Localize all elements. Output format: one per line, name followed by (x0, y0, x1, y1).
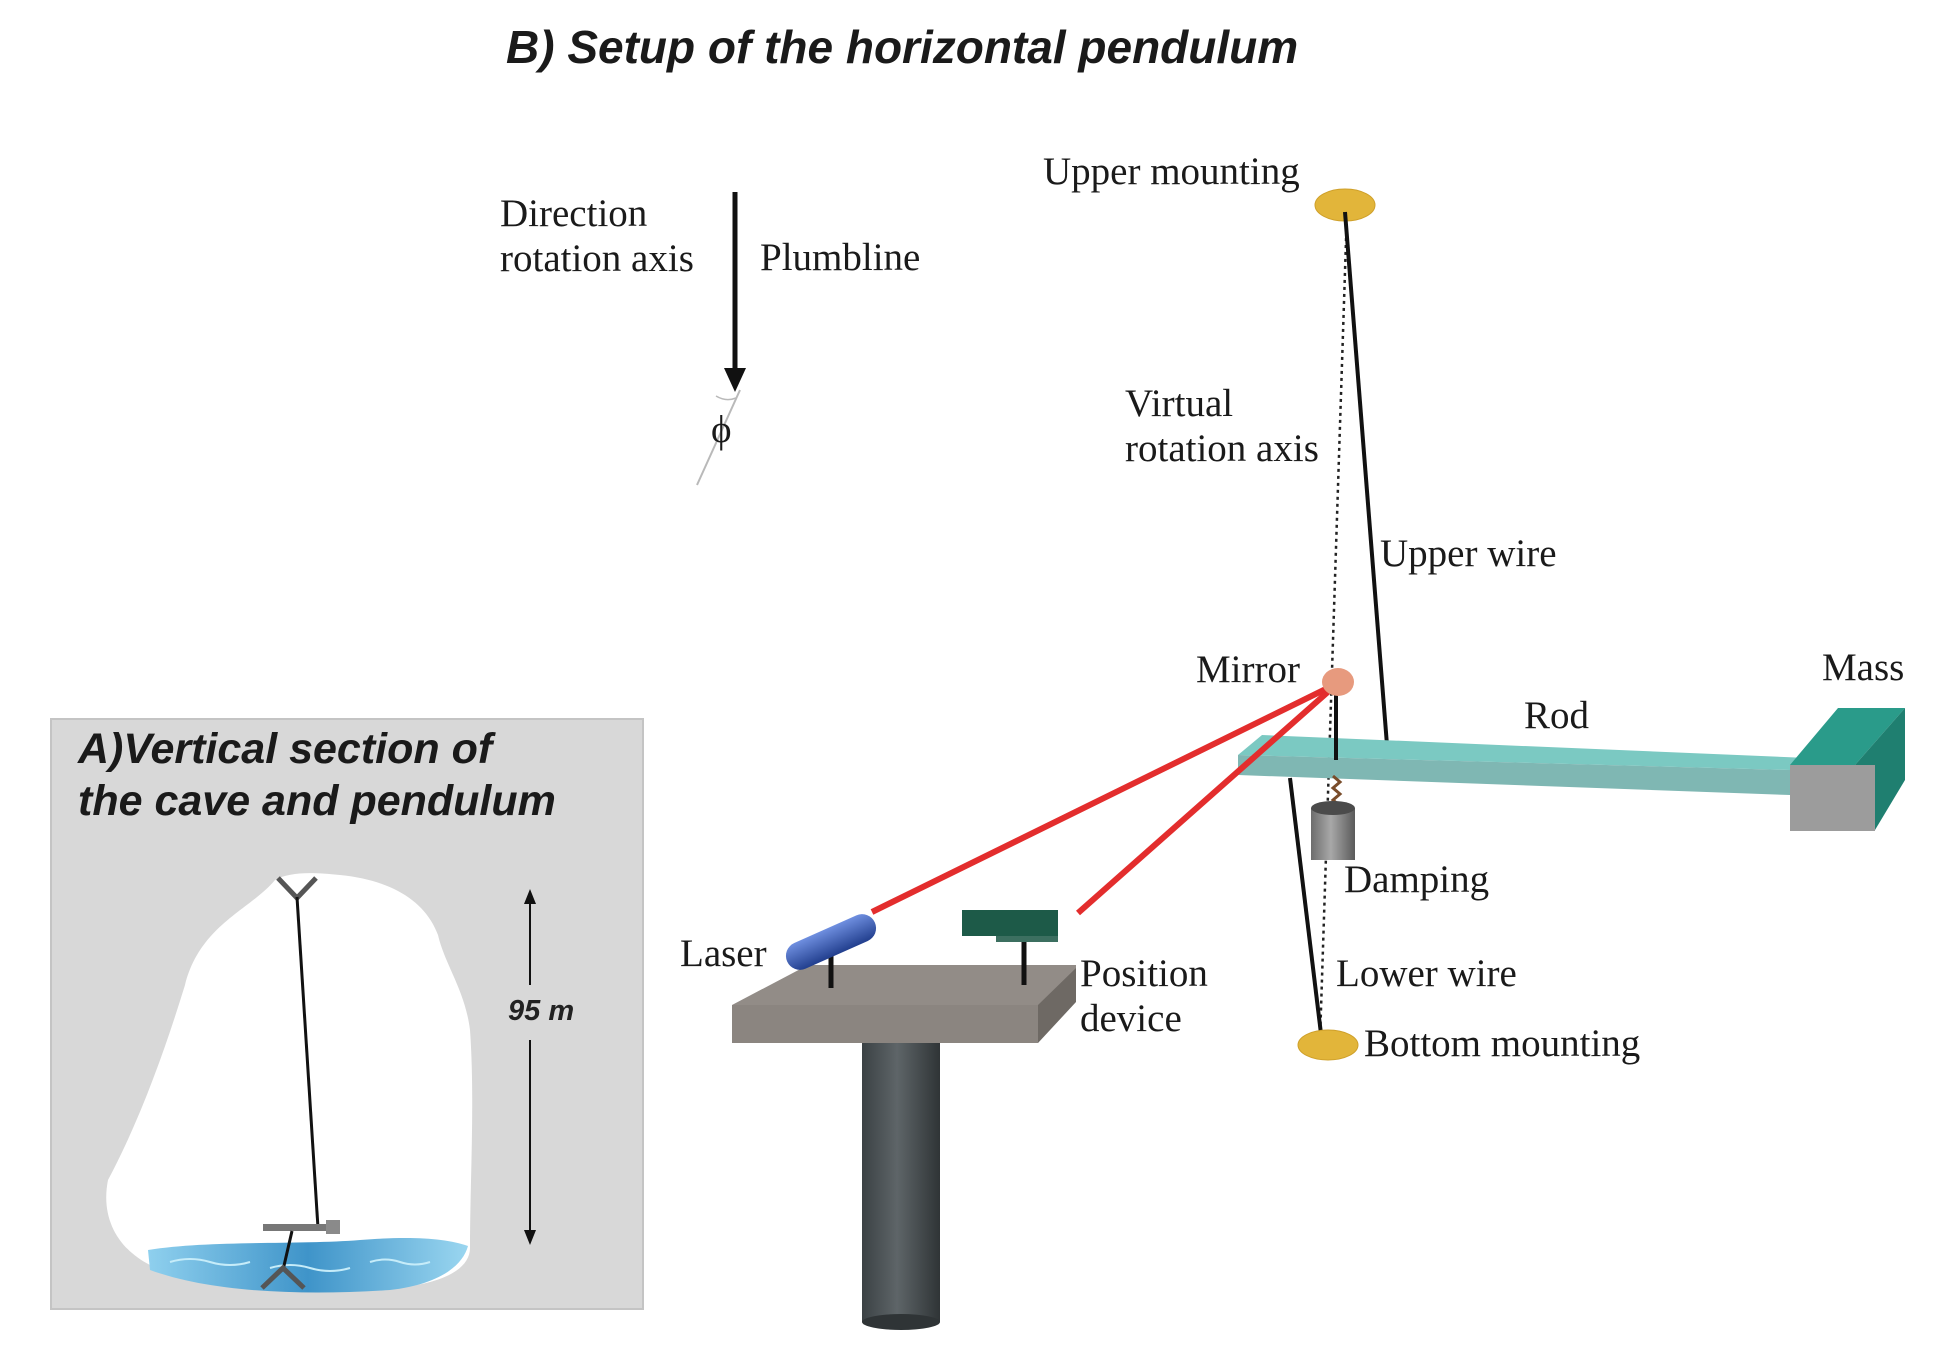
virtual-label-line1: Virtual (1125, 382, 1234, 425)
direction-rotation-axis-label: Direction rotation axis (500, 192, 694, 282)
cave-pendulum-wire (295, 896, 320, 1229)
cave-water-ripples (169, 1258, 431, 1272)
lower-wire (1288, 777, 1324, 1043)
virtual-rotation-axis (1318, 209, 1349, 1041)
setup-title: B) Setup of the horizontal pendulum (506, 21, 1299, 73)
rod-label: Rod (1524, 694, 1590, 737)
position-device-base (996, 936, 1058, 942)
pillar (862, 1040, 940, 1322)
direction-label-line2: rotation axis (500, 236, 694, 280)
cave-outline (106, 873, 473, 1290)
position-device-top (962, 910, 1058, 936)
phi-angle-arc (715, 395, 737, 401)
table-top (732, 965, 1076, 1005)
pillar-bottom (862, 1314, 940, 1330)
position-device-label: Position device (1080, 952, 1208, 1042)
bottom-mounting-label: Bottom mounting (1364, 1022, 1641, 1065)
cave-bottom-mount (260, 1264, 306, 1290)
mirror-disc (1322, 668, 1354, 696)
damping-coil (1330, 774, 1343, 808)
cave-pendulum-lower-wire (281, 1230, 294, 1271)
cave-pendulum-rod (263, 1224, 333, 1231)
laser-beam-incident (870, 680, 1340, 915)
mass-front (1790, 765, 1875, 831)
rotation-direction-line (696, 389, 741, 486)
cave-section-title-line2: the cave and pendulum (78, 777, 556, 826)
laser-beam-reflected (1076, 680, 1340, 916)
damping-label: Damping (1344, 858, 1490, 901)
table-side (1038, 968, 1076, 1043)
position-label-line2: device (1080, 996, 1182, 1040)
upper-mounting-label: Upper mounting (1043, 150, 1300, 193)
upper-wire-label: Upper wire (1380, 532, 1557, 575)
cave-height-arrowhead-top (524, 889, 536, 904)
lower-wire-label: Lower wire (1336, 952, 1517, 995)
plumbline-label: Plumbline (760, 236, 921, 279)
direction-label-line1: Direction (500, 192, 648, 235)
table-front (732, 1005, 1038, 1043)
virtual-label-line2: rotation axis (1125, 426, 1319, 470)
phi-label: ϕ (711, 408, 732, 451)
damping-cup-rim (1311, 801, 1355, 815)
damping-cup (1311, 808, 1355, 860)
mirror-label: Mirror (1196, 648, 1300, 691)
rod-front (1238, 755, 1790, 795)
rod-top (1238, 735, 1808, 770)
cave-height-arrowhead-bottom (524, 1230, 536, 1245)
mass-label: Mass (1822, 646, 1905, 689)
virtual-rotation-axis-label: Virtual rotation axis (1125, 382, 1319, 472)
upper-wire (1343, 211, 1389, 746)
laser-body (785, 914, 877, 970)
laser-label: Laser (680, 932, 767, 975)
plumbline-arrowhead (724, 368, 746, 392)
mass-top (1790, 708, 1905, 765)
cave-section-title-line1: A)Vertical section of (78, 725, 493, 773)
cave-pendulum-mass (326, 1220, 340, 1234)
bottom-mounting-disc (1297, 1029, 1359, 1061)
cave-water (148, 1238, 468, 1293)
cave-height-label: 95 m (508, 995, 575, 1027)
position-label-line1: Position (1080, 952, 1208, 995)
cave-section-title: A)Vertical section of the cave and pendu… (78, 723, 556, 828)
